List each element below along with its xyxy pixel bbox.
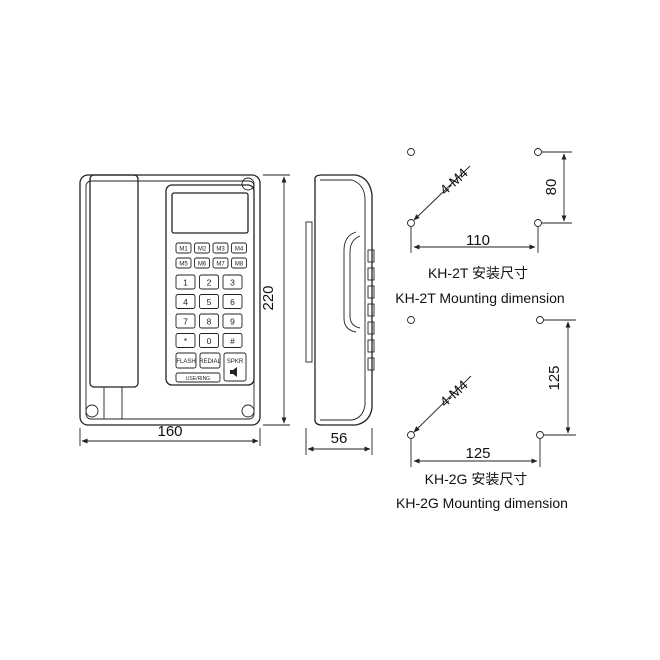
memory-key-m6[interactable]: M6 xyxy=(194,257,210,269)
side-key-6 xyxy=(367,339,375,353)
mount-2t-v-dim: 80 xyxy=(543,179,560,196)
screw-hole-bottom-right xyxy=(241,404,255,418)
side-key-4 xyxy=(367,303,375,317)
side-key-3 xyxy=(367,285,375,299)
flash-button[interactable]: FLASH xyxy=(175,352,197,369)
mount-2g-hole-br xyxy=(536,431,544,439)
redial-button[interactable]: REDIAL xyxy=(199,352,221,369)
digit-key-group: 1 2 3 4 5 6 7 8 9 * 0 # xyxy=(175,274,243,348)
speaker-icon xyxy=(230,367,237,377)
memory-key-m5[interactable]: M5 xyxy=(175,257,192,269)
digit-key-10[interactable]: 0 xyxy=(199,333,219,348)
mount-2t-hole-tr xyxy=(534,148,542,156)
mount-2t-leader xyxy=(413,165,471,221)
screw-hole-bottom-left xyxy=(85,404,99,418)
mount-2t-h-dim: 110 xyxy=(466,232,490,249)
digit-key-label: 3 xyxy=(230,278,235,288)
digit-key-label: 8 xyxy=(207,317,212,327)
side-body-outline xyxy=(314,174,373,426)
memory-key-label: M5 xyxy=(179,262,188,268)
phone-body-outline xyxy=(79,174,261,426)
digit-key-0[interactable]: 1 xyxy=(175,274,196,290)
digit-key-label: 9 xyxy=(230,317,235,327)
digit-key-1[interactable]: 2 xyxy=(199,274,219,290)
width-dimension: 160 xyxy=(157,423,182,440)
digit-key-label: 2 xyxy=(207,278,212,288)
mount-2t-hole-br xyxy=(534,219,542,227)
digit-key-label: # xyxy=(230,336,235,346)
memory-key-m8[interactable]: M8 xyxy=(231,257,247,269)
side-key-5 xyxy=(367,321,375,335)
mount-2t-diagram: 4-M4 110 80 KH-2T 安装尺寸 KH-2T Mounting di… xyxy=(395,148,572,306)
mount-2t-caption-en: KH-2T Mounting dimension xyxy=(395,290,564,306)
digit-key-label: 1 xyxy=(183,278,188,288)
mount-2t-hole-tl xyxy=(407,148,415,156)
memory-key-label: M4 xyxy=(235,247,244,253)
memory-key-m3[interactable]: M3 xyxy=(212,242,229,254)
mount-2g-caption-cn: KH-2G 安装尺寸 xyxy=(425,471,528,487)
side-key-2 xyxy=(367,267,375,281)
use-ring-label: USE/RING xyxy=(186,376,210,382)
speaker-button[interactable]: SPKR xyxy=(223,352,247,382)
speaker-label: SPKR xyxy=(227,359,244,365)
keypad-panel xyxy=(165,184,255,386)
side-view: 56 xyxy=(305,174,375,455)
mount-2g-diagram: 4-M4 125 125 KH-2G 安装尺寸 KH-2G Mounting d… xyxy=(396,316,576,511)
digit-key-2[interactable]: 3 xyxy=(222,274,243,290)
digit-key-label: 7 xyxy=(183,317,188,327)
digit-key-9[interactable]: * xyxy=(175,333,196,348)
memory-key-label: M2 xyxy=(198,247,207,253)
digit-key-11[interactable]: # xyxy=(222,333,243,348)
side-key-7 xyxy=(367,357,375,371)
depth-dimension: 56 xyxy=(331,430,348,447)
mount-2g-caption-en: KH-2G Mounting dimension xyxy=(396,495,568,511)
mount-2g-hole-tr xyxy=(536,316,544,324)
mount-2g-v-dim: 125 xyxy=(546,365,563,390)
digit-key-label: 5 xyxy=(207,297,212,307)
digit-key-label: 6 xyxy=(230,297,235,307)
memory-key-m4[interactable]: M4 xyxy=(231,242,247,254)
digit-key-5[interactable]: 6 xyxy=(222,294,243,309)
mount-2g-leader xyxy=(413,375,472,433)
digit-key-8[interactable]: 9 xyxy=(222,313,243,329)
handset-cradle xyxy=(103,386,123,420)
lcd-display xyxy=(171,192,249,234)
mount-2g-h-dim: 125 xyxy=(465,445,490,462)
height-dimension: 220 xyxy=(260,285,277,310)
mount-2t-caption-cn: KH-2T 安装尺寸 xyxy=(428,265,528,281)
digit-key-label: 4 xyxy=(183,297,188,307)
side-handset-curve xyxy=(343,231,357,333)
digit-key-label: 0 xyxy=(207,336,212,346)
side-key-1 xyxy=(367,249,375,263)
memory-key-label: M6 xyxy=(198,262,207,268)
digit-key-7[interactable]: 8 xyxy=(199,313,219,329)
digit-key-label: * xyxy=(184,336,188,346)
memory-key-label: M1 xyxy=(179,247,188,253)
side-mount-plate xyxy=(305,221,313,363)
mount-2t-hole-bl xyxy=(407,219,415,227)
memory-key-m2[interactable]: M2 xyxy=(194,242,210,254)
memory-key-label: M8 xyxy=(235,262,244,268)
digit-key-6[interactable]: 7 xyxy=(175,313,196,329)
handset xyxy=(89,174,139,388)
flash-label: FLASH xyxy=(176,359,195,365)
mount-2g-hole-tl xyxy=(407,316,415,324)
side-handset-curve-inner xyxy=(349,235,361,329)
memory-key-m1[interactable]: M1 xyxy=(175,242,192,254)
memory-key-m7[interactable]: M7 xyxy=(212,257,229,269)
mount-2g-hole-bl xyxy=(407,431,415,439)
screw-hole-top-right xyxy=(241,177,255,191)
digit-key-4[interactable]: 5 xyxy=(199,294,219,309)
redial-label: REDIAL xyxy=(199,359,221,365)
memory-key-label: M7 xyxy=(216,262,225,268)
digit-key-3[interactable]: 4 xyxy=(175,294,196,309)
side-body-inner xyxy=(320,179,366,421)
use-ring-strip[interactable] xyxy=(175,372,221,383)
memory-key-label: M3 xyxy=(216,247,225,253)
